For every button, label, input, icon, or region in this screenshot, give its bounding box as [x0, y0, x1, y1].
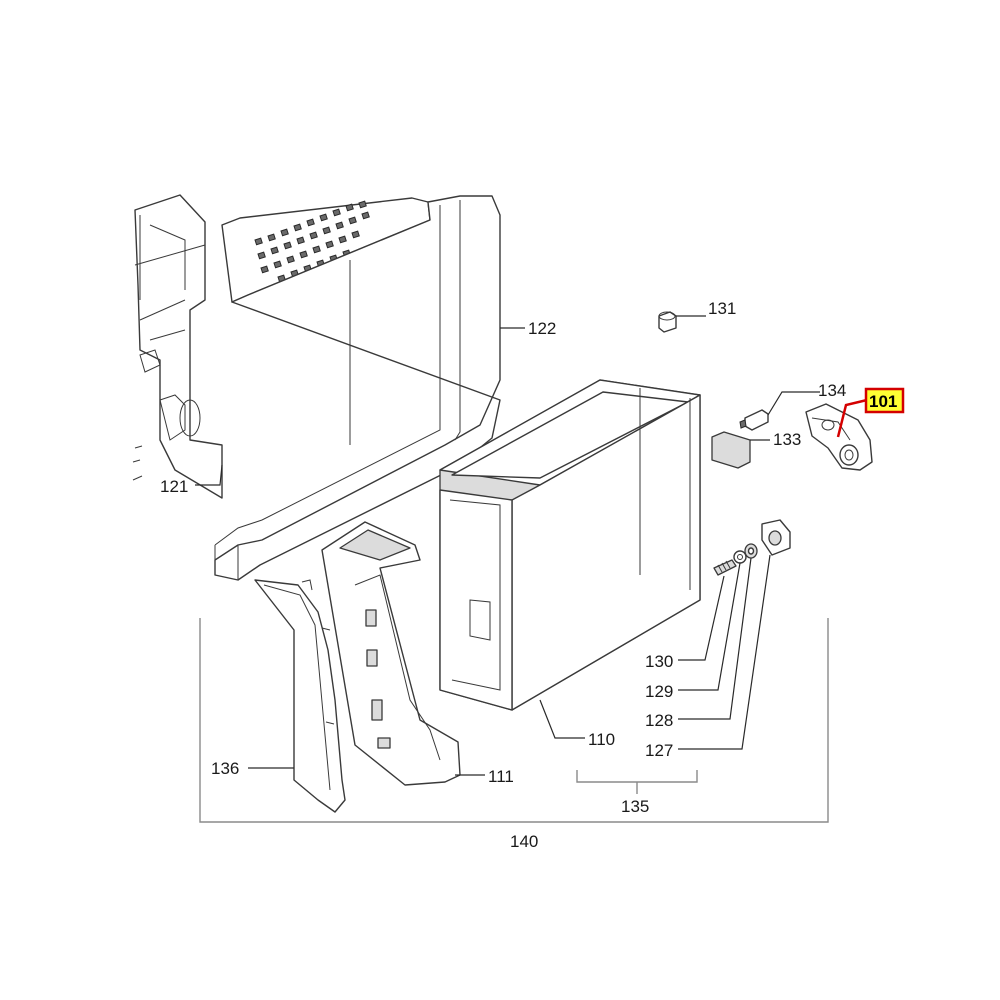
callout-110: 110	[588, 730, 615, 749]
leader-130	[678, 575, 725, 661]
callout-140: 140	[510, 832, 538, 851]
highlight-box	[864, 387, 905, 414]
callout-129: 129	[645, 682, 673, 701]
callout-101-highlight[interactable]: 101	[864, 387, 905, 414]
callout-122: 122	[528, 319, 556, 338]
bracket-135	[576, 770, 698, 794]
leader-134	[767, 391, 820, 416]
bracket-140	[199, 618, 829, 823]
part-122-drip-tray[interactable]	[214, 195, 501, 581]
callout-135: 135	[621, 797, 649, 816]
leader-101	[836, 398, 868, 438]
part-127-fitting[interactable]	[761, 519, 791, 556]
drip-grille	[221, 197, 431, 303]
leader-128	[678, 557, 752, 720]
part-111-side-cover[interactable]	[321, 521, 461, 786]
leader-129	[678, 562, 741, 691]
leader-121	[195, 464, 223, 486]
callout-131: 131	[708, 299, 736, 318]
callout-101: 101	[869, 392, 897, 411]
part-134-sensor[interactable]	[739, 409, 769, 431]
part-129-nut[interactable]	[733, 550, 747, 564]
callout-121: 121	[160, 477, 188, 496]
callout-136: 136	[211, 759, 239, 778]
part-128-washer[interactable]	[744, 543, 758, 559]
callout-134: 134	[818, 381, 846, 400]
part-110-water-tank[interactable]	[439, 379, 701, 711]
part-131-knob[interactable]	[658, 311, 677, 333]
callout-133: 133	[773, 430, 801, 449]
callout-128: 128	[645, 711, 673, 730]
part-130-spring[interactable]	[713, 559, 737, 576]
callout-130: 130	[645, 652, 673, 671]
part-121-side-frame[interactable]	[132, 194, 223, 499]
leader-127	[678, 554, 771, 750]
part-133-pad[interactable]	[711, 431, 751, 469]
callout-111: 111	[488, 767, 514, 786]
part-136-front-panel[interactable]	[254, 579, 346, 813]
leader-110	[539, 699, 585, 739]
callout-127: 127	[645, 741, 673, 760]
